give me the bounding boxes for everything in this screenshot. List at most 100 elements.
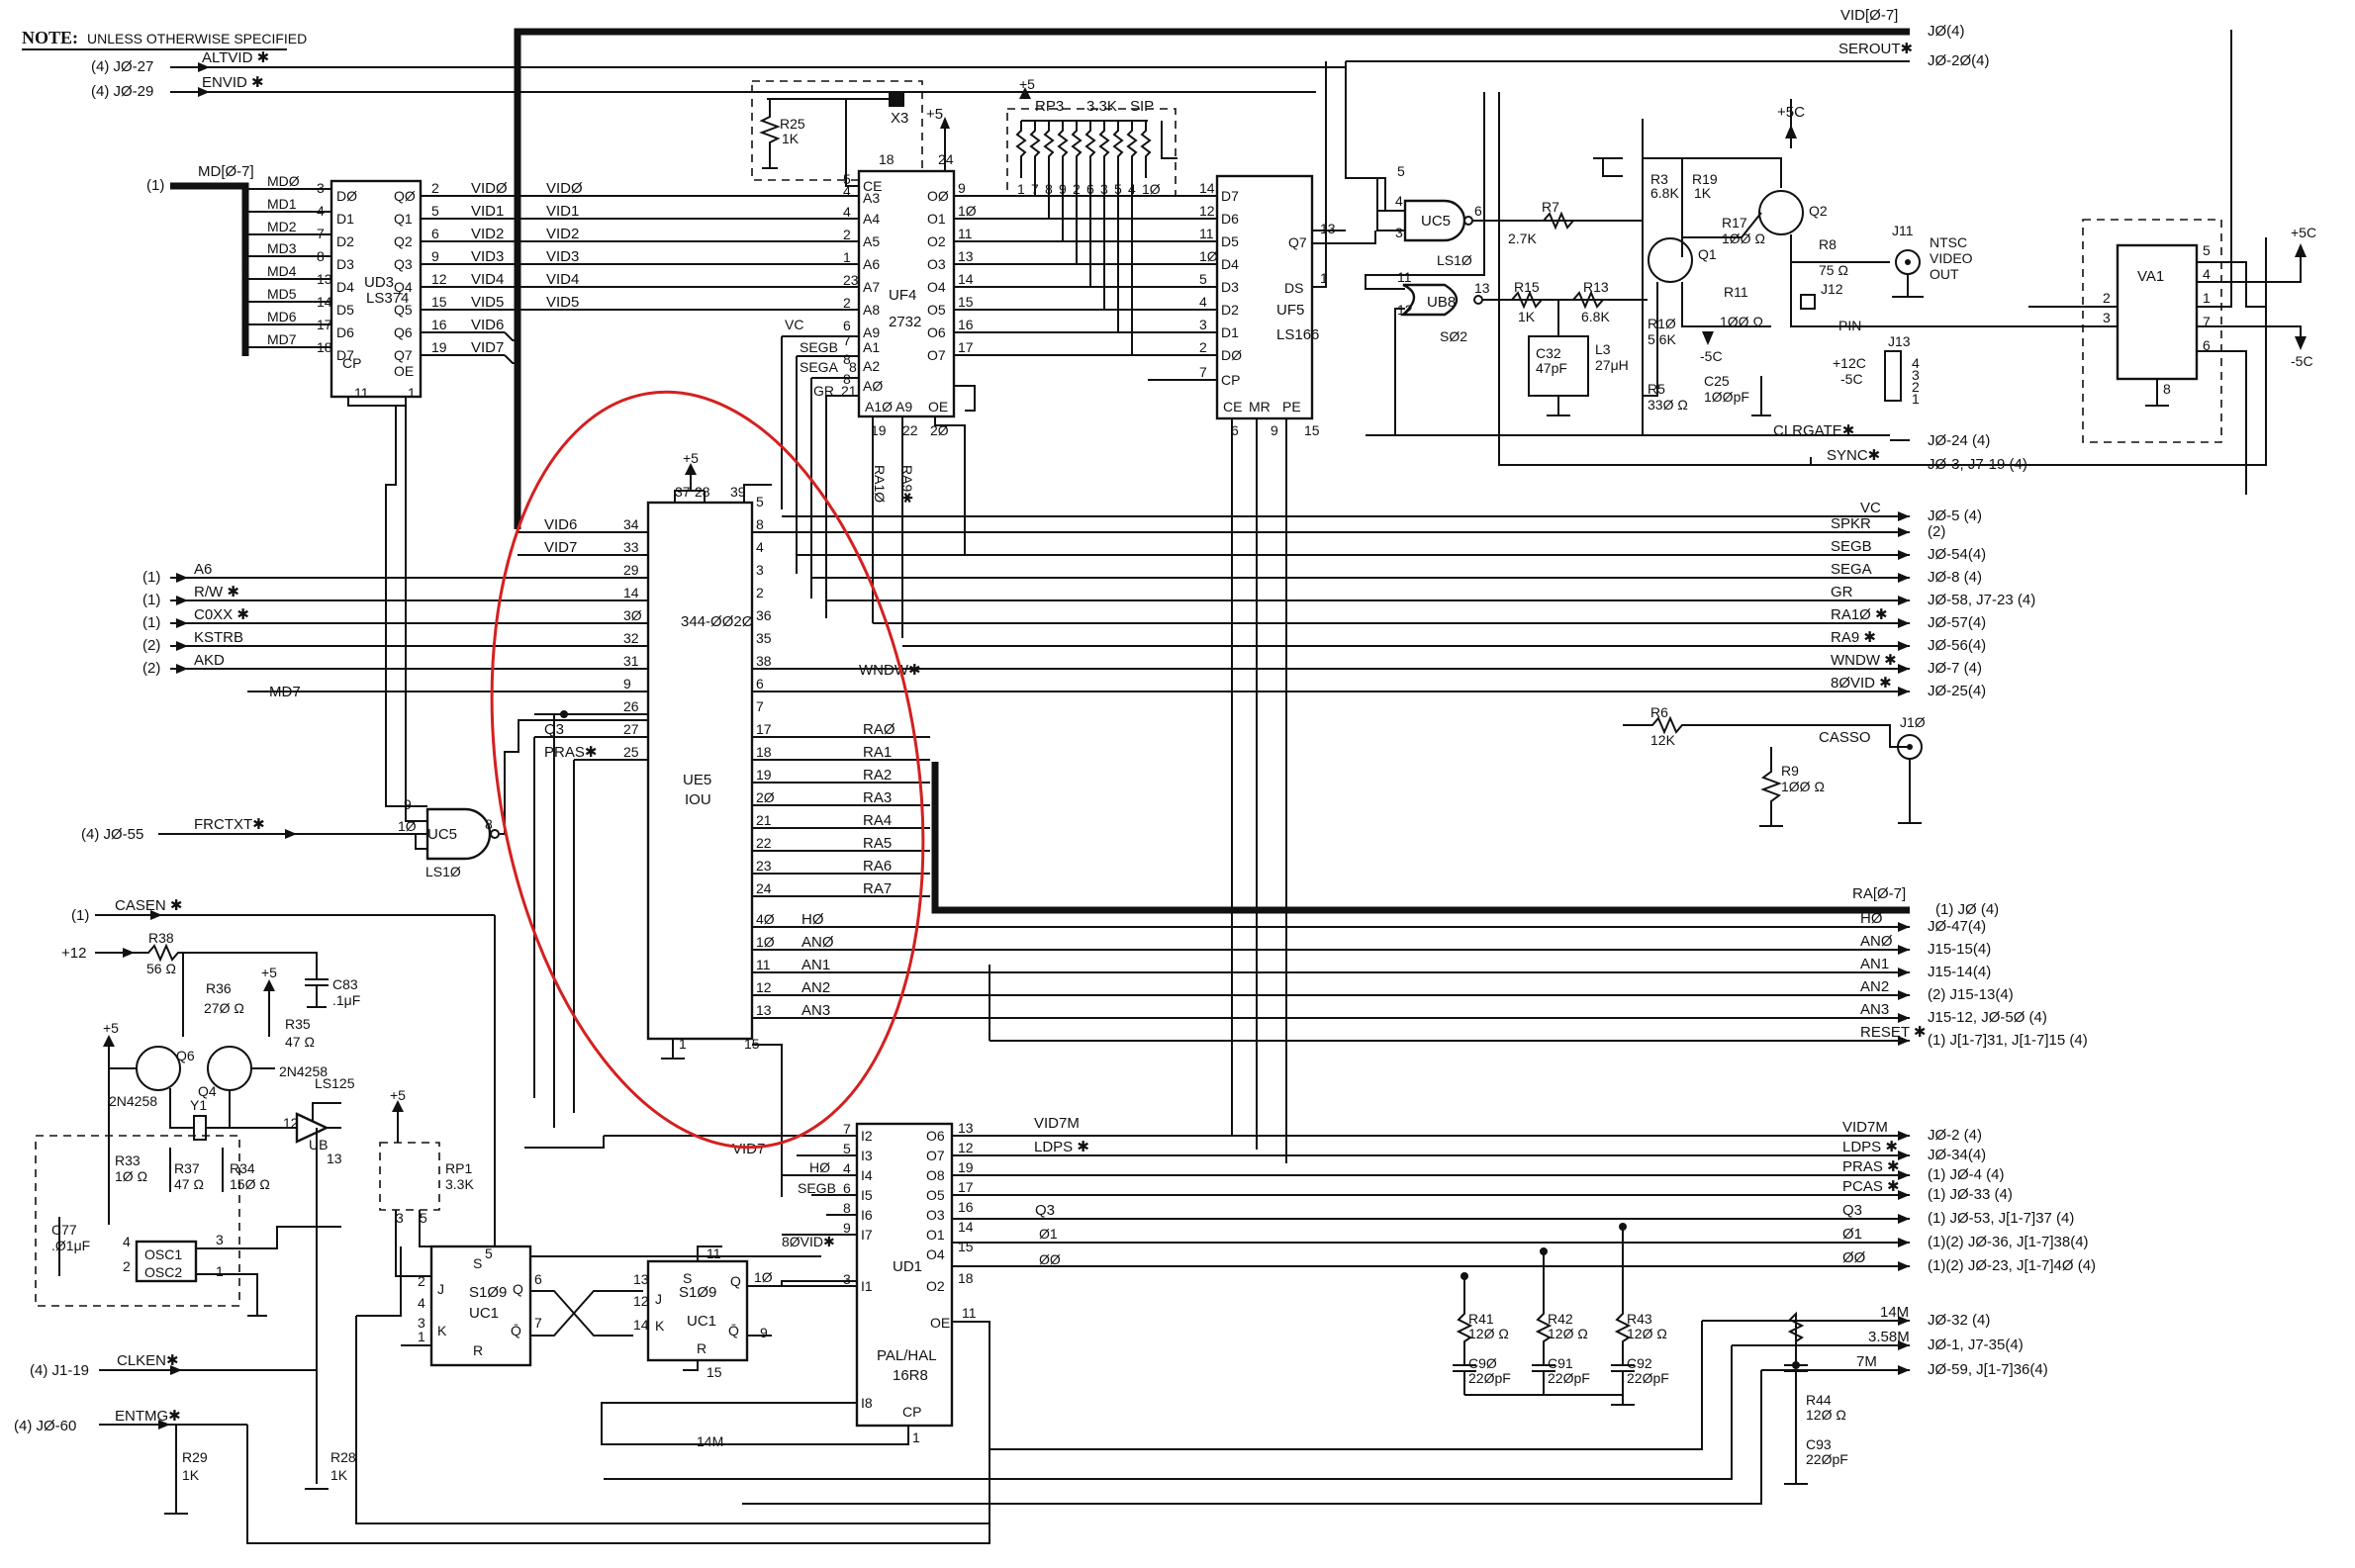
r3-value: 6.8K	[1650, 185, 1679, 201]
ra-out-ref-1: J15-15(4)	[1928, 941, 1991, 958]
r7-value: 2.7K	[1508, 231, 1537, 246]
left-input-arrow	[176, 664, 188, 674]
uc5-mid-part: LS1Ø	[425, 864, 461, 879]
rp3-resistor	[1112, 121, 1124, 178]
rp3-resistor	[1098, 121, 1110, 178]
uf4-left-label-5: A7	[863, 279, 880, 295]
j13-pin2: 2	[1912, 379, 1920, 395]
ue5-left-pin-5: 32	[623, 630, 639, 646]
md-bus-ref: (1)	[146, 177, 164, 194]
r11-name: R11	[1724, 284, 1748, 300]
ud1-left-pin-1: 5	[843, 1141, 851, 1156]
uc1a-pin4: 4	[418, 1295, 425, 1311]
uc1b-flipflop: S J K Q Q̄ R S1Ø9 UC1 11 13 12 14 1Ø 9 1…	[633, 1245, 861, 1380]
ue5-left-pin-10: 25	[623, 744, 639, 760]
uc1b-pin14: 14	[633, 1317, 649, 1333]
va1-plus: +5C	[2291, 225, 2316, 240]
ra-out-ref-4: J15-12, JØ-5Ø (4)	[1928, 1009, 2047, 1026]
right-output-arrow	[1898, 664, 1910, 674]
ue5-right-pin-7: 38	[756, 653, 772, 669]
ud3-in-pin-0: 3	[317, 180, 325, 196]
uf4-left-label-4: A6	[863, 256, 880, 272]
right-output-ref-8: JØ-58, J7-23 (4)	[1928, 592, 2035, 608]
uc5-mid-pin10: 1Ø	[398, 818, 417, 834]
uf5-left-1: D6	[1221, 211, 1239, 227]
rp1-resistor-pack: +5 RP1 3.3K 3 5	[379, 1087, 474, 1277]
bottom-output-label-6: ØØ	[1842, 1249, 1866, 1266]
r15-value: 1K	[1518, 309, 1536, 324]
clk-7m	[742, 1370, 1762, 1505]
rp3-resistor	[1015, 121, 1027, 178]
clrgate-ref: JØ-24 (4)	[1928, 432, 1990, 449]
ud3-out-pin-3: 9	[431, 248, 439, 264]
uf4-right-pin-4: 14	[958, 271, 974, 287]
r35-name: R35	[285, 1016, 311, 1032]
uf4-right-pin-0: 9	[958, 180, 966, 196]
ue5-left-pin-8: 26	[623, 698, 639, 714]
va1-pin7: 7	[2203, 314, 2211, 329]
ud1-right-pin-0: 13	[958, 1120, 974, 1136]
right-output-arrow	[1898, 641, 1910, 651]
rp3-name: RP3	[1035, 98, 1064, 115]
ue5-pin15: 15	[744, 1036, 760, 1052]
md-bus-label: MD[Ø-7]	[198, 163, 254, 180]
uf4-left-label-3: A5	[863, 233, 880, 249]
ud1-right-1: O7	[926, 1148, 945, 1163]
ud3-in-pin-7: 18	[317, 339, 332, 355]
uf5-mr: MR	[1249, 399, 1271, 415]
uf4-left-pin-4: 1	[843, 249, 851, 265]
an-line-4: AN3	[801, 1002, 830, 1019]
ud1-pal: UD1 PAL/HAL 16R8 CP 1 OE 11 I27I35I44I56…	[524, 1120, 990, 1445]
uc1a-q: Q	[513, 1281, 523, 1297]
ud3-input-0: DØ	[336, 188, 357, 204]
ud1-left-6: I1	[861, 1278, 873, 1294]
ra-out-arrow	[1898, 990, 1910, 1000]
ud1-right-pin-7: 18	[958, 1270, 974, 1286]
uc1b-pin12: 12	[633, 1293, 649, 1309]
sync-ref: JØ-3, J7-19 (4)	[1928, 456, 2027, 473]
ra-out-label-1: ANØ	[1860, 933, 1893, 950]
left-input-ref-6: (2)	[142, 660, 160, 677]
r5-name: R5	[1648, 381, 1665, 397]
ud1-left-5: I7	[861, 1227, 873, 1243]
uc1b-name: UC1	[687, 1313, 716, 1330]
ud1-left-pin-3: 6	[843, 1180, 851, 1196]
clrgate-sync-lines: CLRGATE✱ JØ-24 (4) SYNC✱ JØ-3, J7-19 (4)	[1366, 422, 2027, 473]
ud1-left-pin-0: 7	[843, 1121, 851, 1137]
bottom-output-label-0: VID7M	[1842, 1119, 1888, 1136]
r38-value: 56 Ω	[146, 961, 176, 976]
uf4-right-label-6: O6	[927, 324, 946, 340]
ra-out-ref-2: J15-14(4)	[1928, 964, 1991, 980]
ra-line-3: RA3	[863, 789, 892, 806]
ud3-output-2: Q2	[394, 233, 413, 249]
uf4-right-label-1: O1	[927, 211, 946, 227]
bottom-output-ref-2: (1) JØ-4 (4)	[1928, 1166, 2005, 1183]
right-output-arrow	[1898, 618, 1910, 628]
ra-line-0: RAØ	[863, 721, 895, 738]
ud1-left-1: I3	[861, 1148, 873, 1163]
ud3-input-5: D5	[336, 302, 354, 318]
ud1-right-pin-3: 17	[958, 1179, 974, 1195]
clock-output-arrow	[1898, 1340, 1910, 1350]
q2-name: Q2	[1809, 203, 1828, 219]
ud1-left-3: I5	[861, 1187, 873, 1203]
ue5-right-pin-12: 19	[756, 767, 772, 783]
ud1-segb-label: SEGB	[798, 1180, 836, 1196]
left-input-label-3: R/W ✱	[194, 584, 239, 600]
ud3-cp-pin: 11	[354, 385, 369, 401]
rp1-pin5: 5	[420, 1210, 427, 1226]
uf4-a9: A9	[895, 399, 912, 415]
uf4-name: UF4	[889, 287, 916, 304]
right-output-label-12: 8ØVID ✱	[1831, 675, 1892, 692]
vid-bus-ref: JØ(4)	[1928, 23, 1965, 40]
uf4-a10: A1Ø	[865, 399, 893, 415]
clock-output-label-2: 7M	[1856, 1353, 1877, 1370]
ud1-right-0: O6	[926, 1128, 945, 1144]
